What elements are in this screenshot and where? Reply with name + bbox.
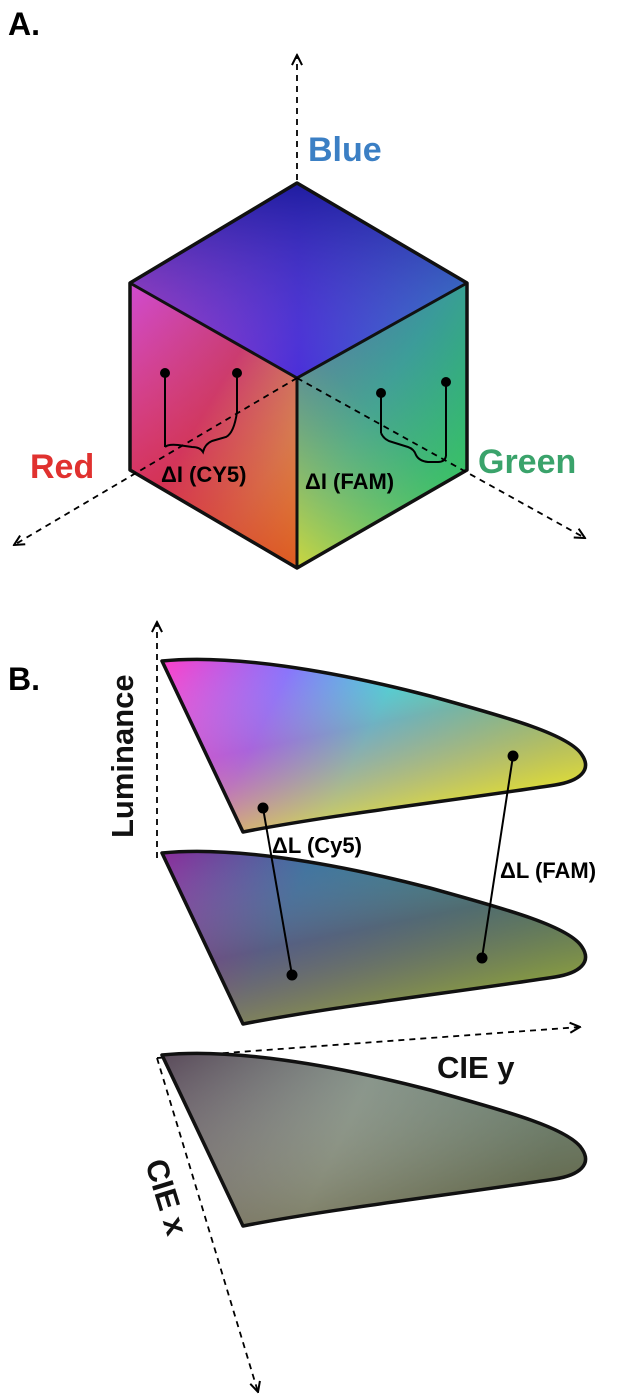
cie-y-axis-label: CIE y (437, 1050, 515, 1085)
rgb-cube (128, 181, 469, 570)
green-axis-label: Green (478, 443, 576, 481)
panel-a-letter: A. (8, 6, 40, 42)
gamut-layer-mid (160, 849, 588, 1026)
blue-axis-label: Blue (308, 131, 382, 169)
luminance-axis-label: Luminance (105, 674, 140, 838)
gamut-layer-bright (160, 657, 588, 834)
delta-i-fam-label: ΔI (FAM) (305, 469, 394, 494)
fam-luminance-marker (476, 750, 519, 964)
cie-x-axis-arrow (156, 1057, 258, 1392)
delta-l-cy5-label: ΔL (Cy5) (272, 833, 362, 858)
panel-a: A. (8, 6, 585, 570)
gamut-layer-dark (160, 1051, 588, 1228)
panel-b-letter: B. (8, 661, 40, 697)
cie-x-axis-label: CIE x (138, 1155, 194, 1240)
fam-intensity-marker (376, 377, 451, 463)
delta-l-fam-label: ΔL (FAM) (500, 858, 596, 883)
cy5-intensity-marker (160, 368, 242, 455)
panel-b: B. ΔL (8, 622, 596, 1392)
delta-i-cy5-label: ΔI (CY5) (161, 462, 247, 487)
red-axis-label: Red (30, 448, 94, 486)
cy5-luminance-marker (257, 802, 298, 981)
